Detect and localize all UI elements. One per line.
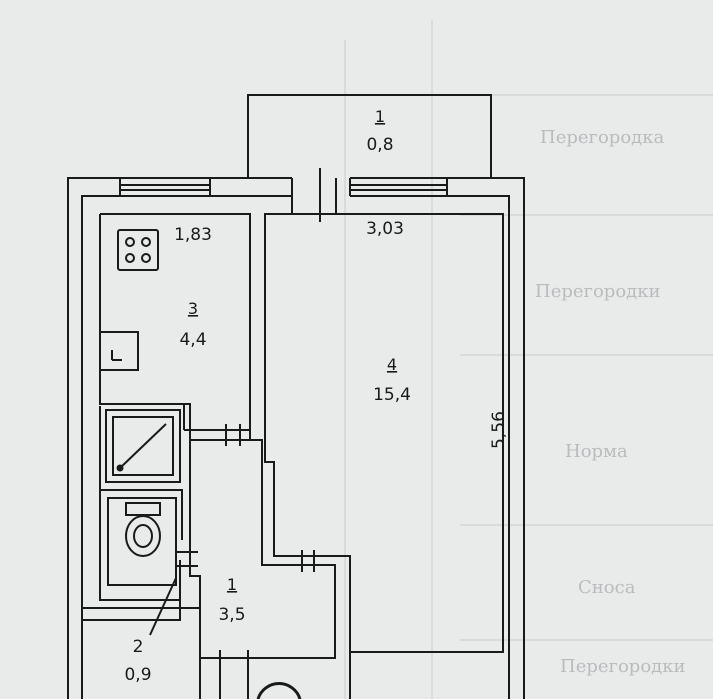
kitchen-walls — [99, 213, 251, 431]
background-text: Перегородка — [540, 127, 664, 148]
doorways — [176, 424, 335, 699]
background-text: Норма — [565, 441, 628, 462]
living-room-length: 5,56 — [489, 411, 509, 449]
sink-icon — [99, 331, 139, 371]
balcony-door — [291, 168, 337, 222]
kitchen-width: 1,83 — [174, 225, 212, 245]
background-text: Перегородки — [560, 656, 685, 677]
living-room-walls — [264, 213, 504, 653]
windows — [119, 168, 448, 222]
background-table-grid — [344, 20, 713, 699]
kitchen-window — [119, 177, 211, 197]
kitchen-area: 4,4 — [179, 330, 206, 350]
balcony-area: 0,8 — [366, 135, 393, 155]
kitchen-number: 3 — [188, 299, 198, 318]
background-text-block: Перегородка Перегородки Норма Сноса Пере… — [535, 127, 685, 677]
living-room-door — [285, 550, 335, 572]
hallway-walls — [189, 439, 336, 659]
partition-walls — [82, 214, 266, 621]
walls — [67, 94, 525, 699]
bathroom-area: 0,9 — [124, 665, 151, 685]
entrance-door — [219, 650, 249, 699]
room-labels: 1 0,8 1,83 3 4,4 3,03 4 15,4 5,56 1 3,5 … — [124, 107, 509, 685]
living-room-window — [349, 177, 448, 197]
bathroom-walls — [99, 406, 183, 601]
living-room-width: 3,03 — [366, 219, 404, 239]
stove-icon — [117, 229, 159, 271]
outer-wall — [67, 177, 525, 699]
balcony-outline — [247, 94, 492, 178]
shower-tray-icon — [105, 409, 181, 483]
bathroom-number: 2 — [133, 637, 144, 657]
bathroom-door — [176, 551, 198, 567]
balcony-number: 1 — [375, 107, 385, 126]
living-room-number: 4 — [387, 355, 397, 374]
background-text: Перегородки — [535, 281, 660, 302]
hallway-area: 3,5 — [218, 605, 245, 625]
living-room-area: 15,4 — [373, 385, 411, 405]
outer-wall-inner-face — [81, 195, 510, 699]
kitchen-door — [196, 424, 250, 446]
background-text: Сноса — [578, 577, 636, 598]
toilet-icon — [107, 497, 177, 586]
hallway-number: 1 — [227, 575, 237, 594]
bottom-wall — [82, 607, 351, 699]
bathroom-leader-line — [149, 577, 177, 636]
entrance-marker — [256, 682, 302, 699]
